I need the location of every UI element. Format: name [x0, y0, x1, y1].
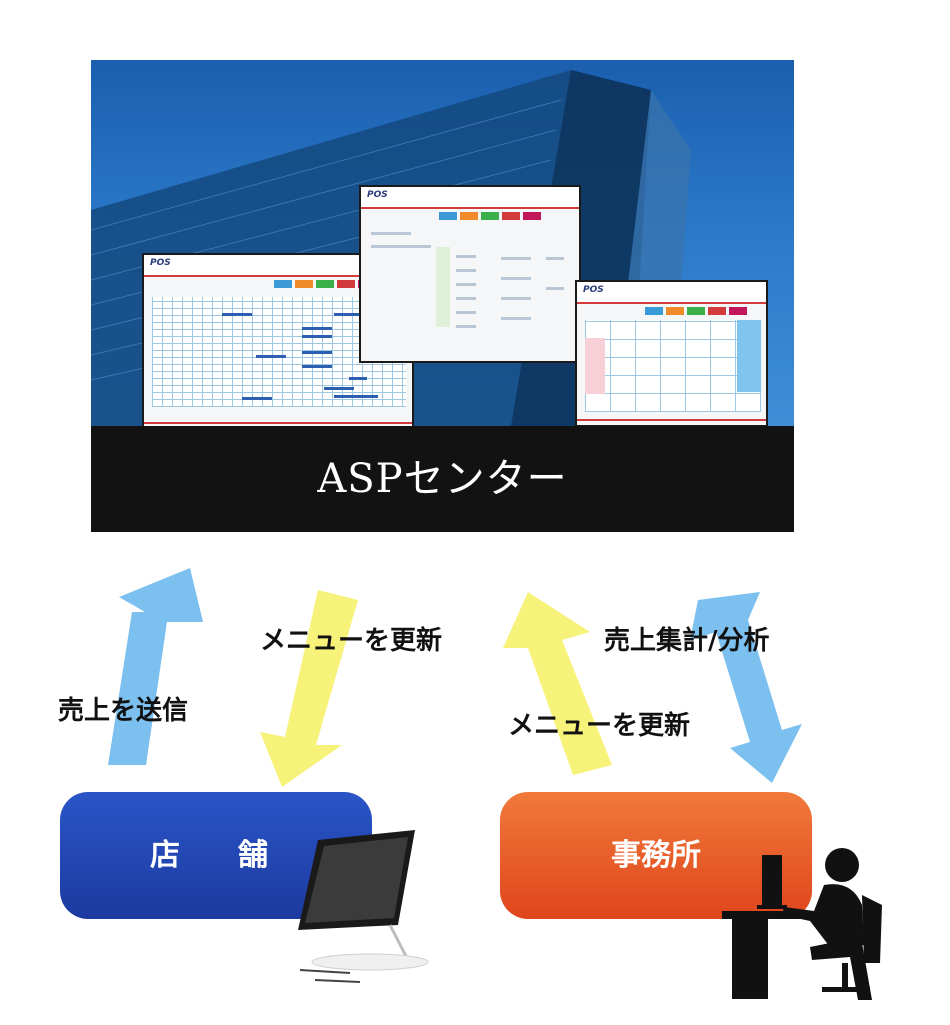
screenshot-calendar: POS: [575, 280, 768, 427]
screenshot-menu: POS: [359, 185, 581, 363]
label-office-menu-update: メニューを更新: [508, 711, 691, 741]
asp-center-label: ASPセンター: [317, 456, 568, 502]
asp-center-band: [91, 426, 794, 532]
arrow-office-up-icon: [503, 592, 612, 775]
label-store-menu-update: メニューを更新: [260, 626, 443, 656]
arrow-store-up-icon: [108, 568, 203, 765]
label-send-sales: 売上を送信: [58, 696, 189, 726]
label-sales-analysis: 売上集計/分析: [604, 626, 770, 656]
arrow-store-down-icon: [260, 590, 358, 787]
asp-center-panel: POS POS: [91, 60, 794, 532]
arrow-office-both-icon: [690, 592, 802, 783]
office-node: 事務所: [500, 792, 812, 919]
pos-terminal-icon: [298, 830, 429, 983]
office-worker-icon: [722, 848, 882, 1000]
